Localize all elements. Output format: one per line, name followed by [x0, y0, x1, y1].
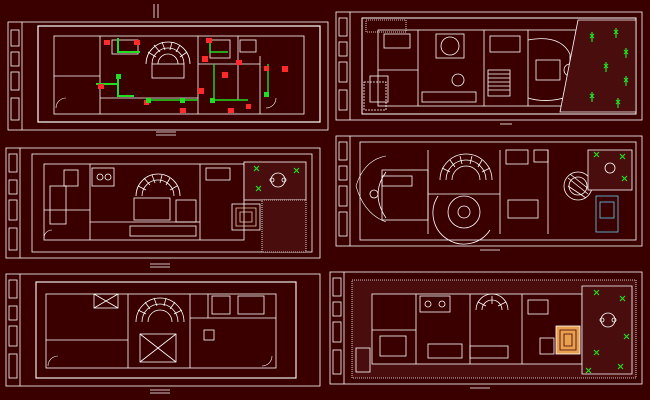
sheet-5-floor-plan — [5, 273, 321, 394]
sheet-6-border — [329, 271, 643, 385]
sheet-6-furniture-plan — [329, 271, 643, 389]
sheet-5-border — [5, 273, 321, 387]
sheet-4-border — [335, 135, 643, 247]
sheet-6-garden — [581, 285, 633, 375]
sheet-3-title-block — [8, 148, 21, 258]
sheet-2-furniture-plan — [335, 11, 643, 125]
sheet-1-floor-plan — [37, 25, 321, 123]
sheet-1-label — [156, 131, 176, 136]
sheet-1-staircase — [145, 41, 191, 79]
sheet-4-garden — [587, 149, 633, 233]
sheet-2-floor-plan — [361, 17, 637, 115]
sheet-6-garden-plants — [585, 289, 630, 374]
sheet-1-title-block — [7, 21, 329, 131]
sheet-1-junction-points — [116, 74, 269, 103]
sheet-2-border — [335, 11, 643, 121]
sheet-3-staircase — [135, 173, 181, 197]
sheet-2-garden — [363, 19, 637, 113]
sheet-3-garden — [243, 161, 307, 253]
sheet-2-title-block — [338, 12, 351, 120]
sheet-3-furniture-plan — [5, 147, 321, 268]
sheet-4-curved-staircase — [439, 153, 493, 181]
sheet-6-floor-plan — [351, 279, 637, 379]
sheet-5-title-block — [8, 274, 21, 386]
sheet-5-rooms — [35, 281, 297, 379]
sheet-2-garden-plants — [589, 28, 629, 108]
sheet-4-floor-plan — [355, 141, 637, 245]
sheet-1-electrical-plan — [7, 4, 329, 136]
sheet-3-border — [5, 147, 321, 259]
sheet-3-garden-plants — [253, 165, 300, 192]
sheet-4-garden-plants — [593, 151, 628, 182]
sheet-6-title-block — [332, 272, 345, 384]
sheet-3-floor-plan — [31, 153, 313, 253]
sheet-4-furniture-plan — [335, 135, 643, 251]
sheet-5-staircase — [135, 297, 185, 323]
sheet-3-tiled-feature — [231, 203, 261, 231]
sheet-4-title-block — [338, 136, 351, 246]
